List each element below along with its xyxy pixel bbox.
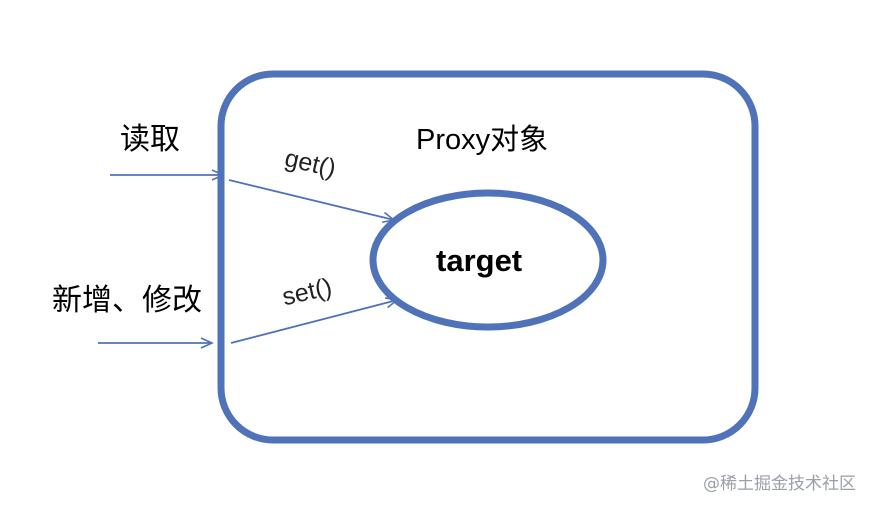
- proxy-container: [217, 70, 759, 444]
- target-ellipse: [369, 189, 607, 331]
- proxy-label: Proxy对象: [416, 124, 549, 156]
- watermark: @稀土掘金技术社区: [703, 474, 856, 494]
- target-label: target: [436, 243, 523, 278]
- write-label: 新增、修改: [52, 283, 202, 318]
- set-arrow: [230, 297, 399, 344]
- get-arrow: [228, 179, 396, 224]
- read-label: 读取: [120, 122, 180, 157]
